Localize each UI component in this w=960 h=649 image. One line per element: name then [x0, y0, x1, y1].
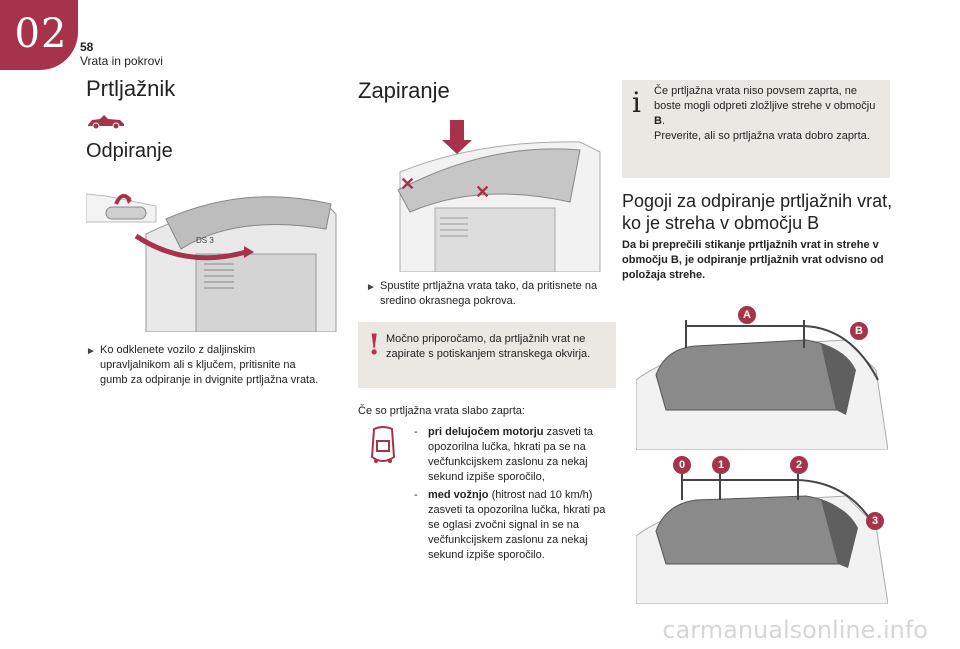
condition-driving: med vožnjo	[428, 489, 489, 501]
position-3-badge: 3	[866, 512, 884, 530]
subtitle-opening: Odpiranje	[86, 140, 173, 162]
warning-item-engine-running: - pri delujočem motorju zasveti ta opozo…	[414, 426, 594, 483]
section-name: Vrata in pokrovi	[80, 54, 163, 68]
badly-closed-intro: Če so prtljažna vrata slabo zaprta:	[358, 405, 525, 417]
warning-exclamation-icon: !	[368, 328, 381, 361]
opening-instruction: ► Ko odklenete vozilo z daljinskim uprav…	[86, 344, 319, 386]
warning-text: Močno priporočamo, da prtljažnih vrat ne…	[386, 333, 591, 360]
conditions-paragraph: Da bi preprečili stikanje prtljažnih vra…	[622, 239, 884, 281]
warning-box: ! Močno priporočamo, da prtljažnih vrat …	[358, 322, 616, 388]
position-2-badge: 2	[790, 456, 808, 474]
car-model-badge: DS 3	[196, 236, 214, 245]
roof-positions-diagram: 0 1 2 3	[635, 456, 889, 605]
info-text: Če prtljažna vrata niso povsem zaprta, n…	[654, 85, 876, 142]
chapter-number: 02	[14, 11, 68, 57]
page-number: 58	[80, 40, 94, 54]
conditions-title: Pogoji za odpiranje prtljažnih vrat, ko …	[622, 191, 893, 233]
zone-a-badge: A	[738, 306, 756, 324]
site-watermark: carmanualsonline.info	[662, 616, 928, 644]
convertible-car-icon	[86, 112, 126, 135]
warning-item-driving: - med vožnjo (hitrost nad 10 km/h) zasve…	[414, 489, 606, 561]
open-trunk-warning-light-icon	[368, 425, 398, 472]
svg-text:✕: ✕	[475, 182, 490, 202]
position-1-badge: 1	[712, 456, 730, 474]
info-icon: i	[632, 86, 641, 119]
page-title: Prtljažnik	[86, 76, 176, 101]
condition-engine-running: pri delujočem motorju	[428, 426, 544, 438]
trunk-opening-illustration	[85, 174, 340, 333]
arrow-bullet-icon: ►	[366, 282, 376, 293]
zone-b-badge: B	[850, 322, 868, 340]
info-box: i Če prtljažna vrata niso povsem zaprta,…	[622, 80, 890, 178]
position-0-badge: 0	[673, 456, 691, 474]
closing-title: Zapiranje	[358, 78, 450, 103]
svg-text:✕: ✕	[400, 174, 415, 194]
chapter-tab	[0, 0, 78, 70]
roof-zones-diagram: A B	[635, 300, 889, 451]
arrow-bullet-icon: ►	[86, 346, 96, 357]
closing-instruction: ► Spustite prtljažna vrata tako, da prit…	[366, 280, 598, 307]
trunk-closing-illustration: ✕ ✕	[380, 112, 616, 273]
